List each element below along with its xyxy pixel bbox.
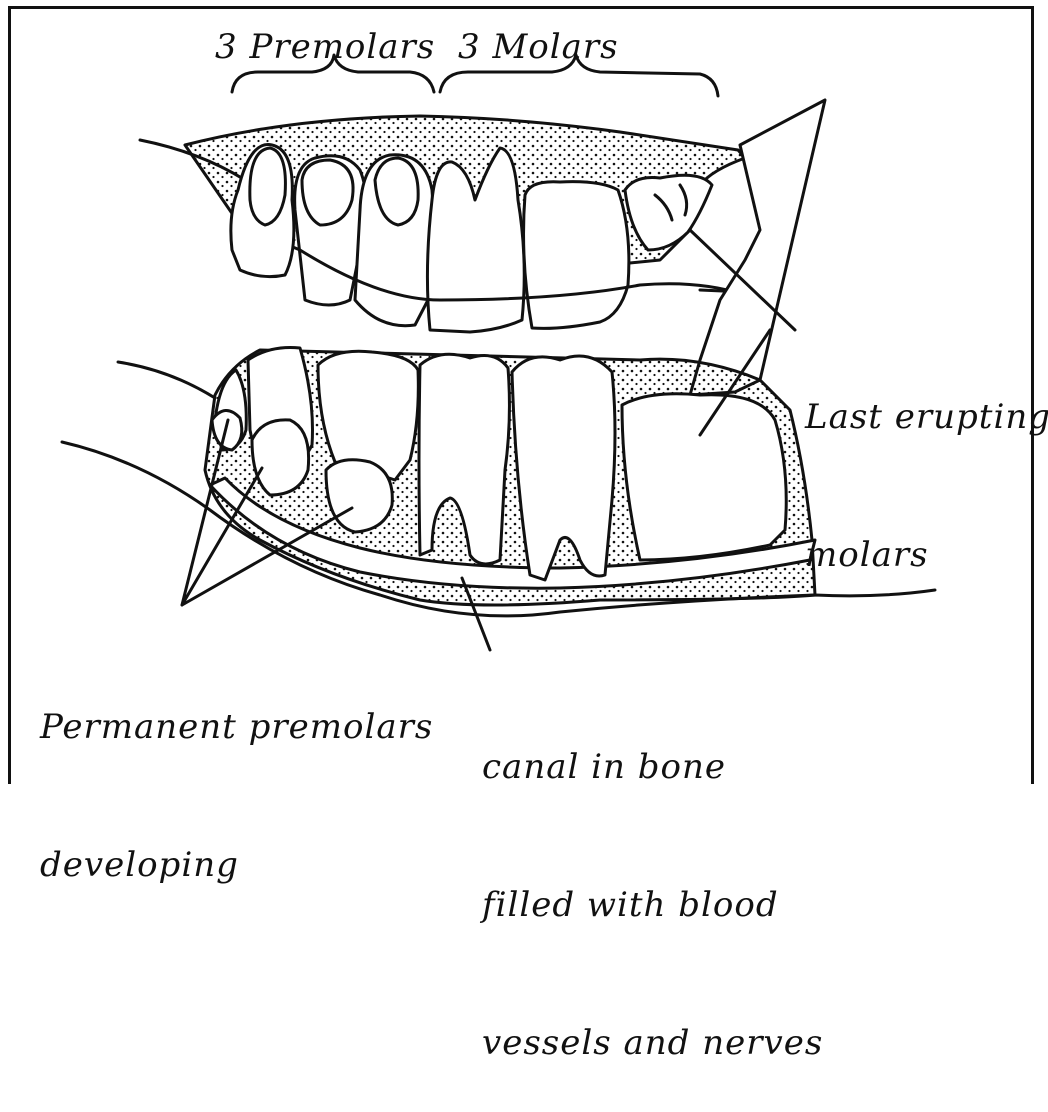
canal-line-3: vessels and nerves <box>482 1020 823 1066</box>
last-erupting-line-1: Last erupting <box>805 394 1048 440</box>
upper-molar-2 <box>524 182 629 329</box>
canal-label: canal in bone filled with blood vessels … <box>482 652 823 1112</box>
last-erupting-line-2: molars <box>805 532 1048 578</box>
lower-molar-3 <box>622 394 786 560</box>
premolars-top-label: 3 Premolars <box>215 24 435 70</box>
last-erupting-label: Last erupting molars <box>805 302 1048 624</box>
developing-premolar-2 <box>252 420 309 495</box>
molars-top-label: 3 Molars <box>458 24 619 70</box>
canal-line-1: canal in bone <box>482 744 823 790</box>
permanent-premolars-label: Permanent premolars developing <box>40 612 433 934</box>
permanent-premolars-line-1: Permanent premolars <box>40 704 433 750</box>
canal-line-2: filled with blood <box>482 882 823 928</box>
permanent-premolars-line-2: developing <box>40 842 433 888</box>
